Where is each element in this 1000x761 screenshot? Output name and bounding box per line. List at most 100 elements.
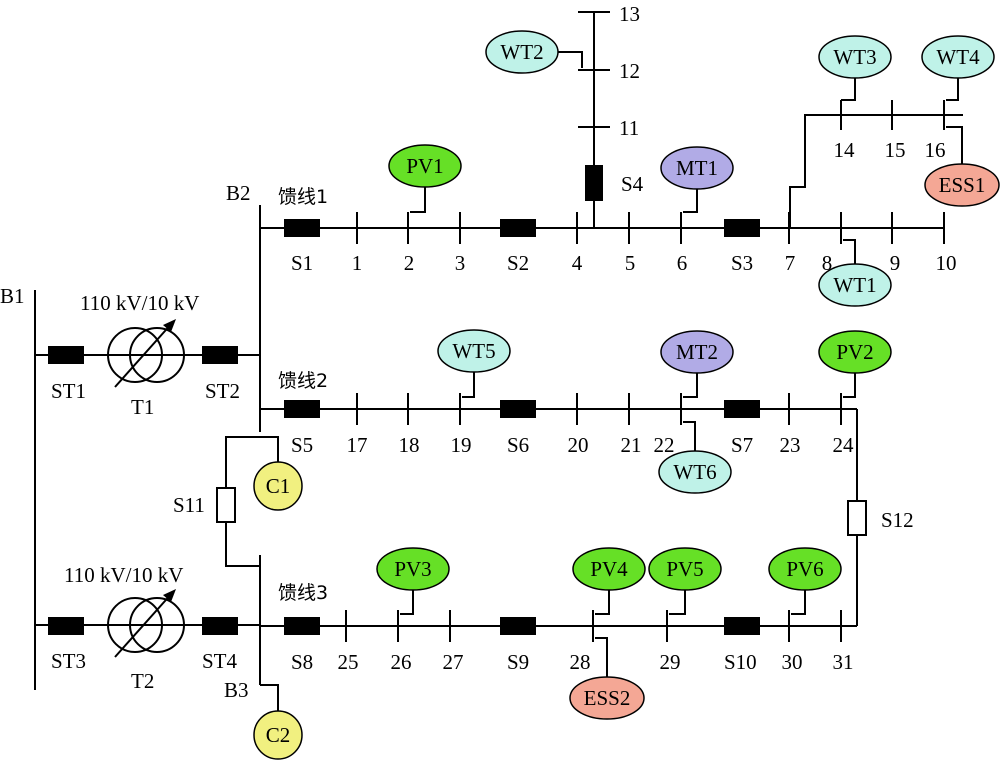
- switch-st4: [202, 617, 238, 635]
- node-label-8: 8: [822, 251, 833, 275]
- switch-s6: [500, 400, 536, 418]
- switch-s10-label: S10: [724, 650, 757, 674]
- pv1-generator: PV1: [388, 144, 462, 188]
- mt1-label: MT1: [676, 156, 718, 180]
- switch-s7-label: S7: [731, 433, 753, 457]
- node-label-13: 13: [619, 2, 640, 26]
- wt4-label: WT4: [936, 45, 980, 69]
- switch-s12: [847, 500, 867, 536]
- pv1-label: PV1: [406, 154, 443, 178]
- t1-name-label: T1: [131, 395, 154, 419]
- switch-s5: [284, 400, 320, 418]
- pv2-label: PV2: [836, 340, 873, 364]
- t2-name-label: T2: [131, 669, 154, 693]
- switch-st3-label: ST3: [51, 649, 86, 673]
- switch-s7: [724, 400, 760, 418]
- transformer-t2: [107, 589, 185, 658]
- node-label-29: 29: [660, 650, 681, 674]
- node-label-14: 14: [834, 138, 856, 162]
- switch-s4: [585, 165, 603, 201]
- switch-st2: [202, 346, 238, 364]
- wt1-generator: WT1: [818, 263, 892, 307]
- node-label-16: 16: [925, 138, 946, 162]
- switch-s2-label: S2: [507, 251, 529, 275]
- node-label-2: 2: [404, 251, 415, 275]
- node-label-30: 30: [782, 650, 803, 674]
- node-label-31: 31: [833, 650, 854, 674]
- switch-s10: [724, 617, 760, 635]
- pv4-label: PV4: [590, 557, 628, 581]
- pv4-generator: PV4: [572, 547, 646, 591]
- wt4-generator: WT4: [921, 35, 995, 79]
- mt2-generator: MT2: [660, 330, 734, 374]
- switch-st3: [48, 617, 84, 635]
- node-label-25: 25: [338, 650, 359, 674]
- wt3-generator: WT3: [818, 35, 892, 79]
- feeder2-label: 馈线2: [278, 370, 328, 392]
- node-label-9: 9: [890, 251, 901, 275]
- bus-b1-label: B1: [0, 284, 25, 308]
- node-label-23: 23: [780, 433, 801, 457]
- node-label-21: 21: [621, 433, 642, 457]
- node-label-7: 7: [785, 251, 796, 275]
- ess2-storage: ESS2: [569, 676, 645, 720]
- switch-s9-label: S9: [507, 650, 529, 674]
- t1-rating-label: 110 kV/10 kV: [80, 291, 199, 315]
- switch-s1: [284, 219, 320, 237]
- wt5-label: WT5: [452, 339, 495, 363]
- switch-st1-label: ST1: [51, 379, 86, 403]
- switch-s9: [500, 617, 536, 635]
- c2-label: C2: [266, 723, 291, 747]
- pv5-label: PV5: [666, 557, 703, 581]
- mt2-label: MT2: [676, 340, 718, 364]
- wt1-label: WT1: [833, 273, 876, 297]
- node-label-11: 11: [619, 116, 639, 140]
- switch-s3-label: S3: [731, 251, 753, 275]
- node-label-15: 15: [885, 138, 906, 162]
- switch-st2-label: ST2: [205, 379, 240, 403]
- switch-st1: [48, 346, 84, 364]
- node-label-4: 4: [572, 251, 583, 275]
- node-label-20: 20: [568, 433, 589, 457]
- feeder3-label: 馈线3: [278, 582, 328, 604]
- switch-s1-label: S1: [291, 251, 313, 275]
- switch-s8: [284, 617, 320, 635]
- t2-rating-label: 110 kV/10 kV: [64, 563, 183, 587]
- ess1-label: ESS1: [939, 173, 986, 197]
- switch-st4-label: ST4: [202, 649, 238, 673]
- node-labels: 1 2 3 4 5 6 7 8 9 10 11 12 13 14 15 16 1…: [338, 2, 957, 674]
- node-label-3: 3: [455, 251, 466, 275]
- wt6-label: WT6: [673, 460, 716, 484]
- branch-7-16-line: [789, 114, 963, 228]
- node-label-28: 28: [570, 650, 591, 674]
- node-label-10: 10: [936, 251, 957, 275]
- node-label-1: 1: [352, 251, 363, 275]
- wt2-generator: WT2: [485, 30, 559, 74]
- pv6-generator: PV6: [768, 547, 842, 591]
- switch-s8-label: S8: [291, 650, 313, 674]
- switch-s11-label: S11: [173, 493, 205, 517]
- switch-s11: [216, 487, 236, 523]
- node-label-6: 6: [677, 251, 688, 275]
- pv3-generator: PV3: [376, 547, 450, 591]
- wt5-generator: WT5: [437, 329, 511, 373]
- wt3-label: WT3: [833, 45, 876, 69]
- node-label-5: 5: [625, 251, 636, 275]
- pv2-generator: PV2: [818, 330, 892, 374]
- switch-s12-label: S12: [881, 508, 914, 532]
- c2-load: C2: [253, 710, 303, 760]
- transformer-t1: [107, 319, 185, 388]
- node-label-26: 26: [391, 650, 412, 674]
- switch-s6-label: S6: [507, 433, 529, 457]
- c1-label: C1: [266, 474, 291, 498]
- ess2-label: ESS2: [584, 686, 631, 710]
- wt6-generator: WT6: [658, 450, 732, 494]
- node-label-24: 24: [833, 433, 855, 457]
- switch-s2: [500, 219, 536, 237]
- switch-s4-label: S4: [621, 172, 644, 196]
- generator-connections: [260, 51, 963, 712]
- c1-load: C1: [253, 461, 303, 511]
- node-label-12: 12: [619, 59, 640, 83]
- ess1-storage: ESS1: [924, 163, 1000, 207]
